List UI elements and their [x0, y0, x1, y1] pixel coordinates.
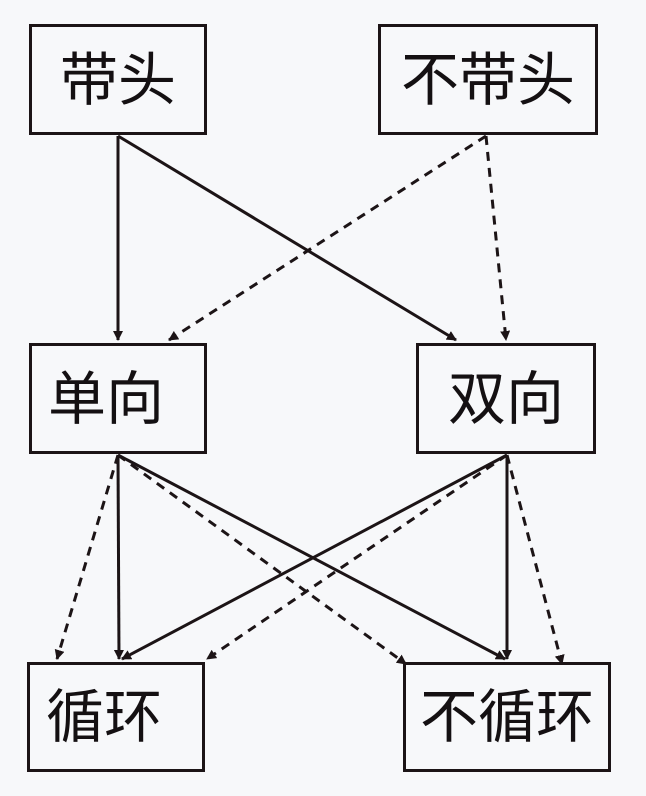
edge-without-head-to-singly-dashed	[168, 134, 487, 342]
edge-doubly-to-non-circular-dashed	[505, 454, 565, 665]
node-non-circular: 不循环	[403, 662, 611, 772]
edge-doubly-to-circular-solid	[121, 453, 508, 661]
node-singly: 单向	[29, 343, 207, 454]
edge-singly-to-circular-solid	[113, 454, 124, 660]
edge-singly-to-circular-dashed	[54, 454, 120, 660]
node-without-head: 不带头	[378, 24, 598, 135]
edge-singly-to-non-circular-dashed	[117, 453, 407, 666]
edge-without-head-to-doubly-dashed	[484, 135, 511, 341]
node-circular: 循环	[27, 662, 205, 772]
edge-with-head-to-doubly-solid	[117, 134, 457, 342]
edge-doubly-to-circular-dashed	[206, 453, 508, 661]
edge-group	[54, 134, 565, 666]
node-doubly: 双向	[416, 343, 596, 454]
node-with-head: 带头	[29, 24, 207, 135]
